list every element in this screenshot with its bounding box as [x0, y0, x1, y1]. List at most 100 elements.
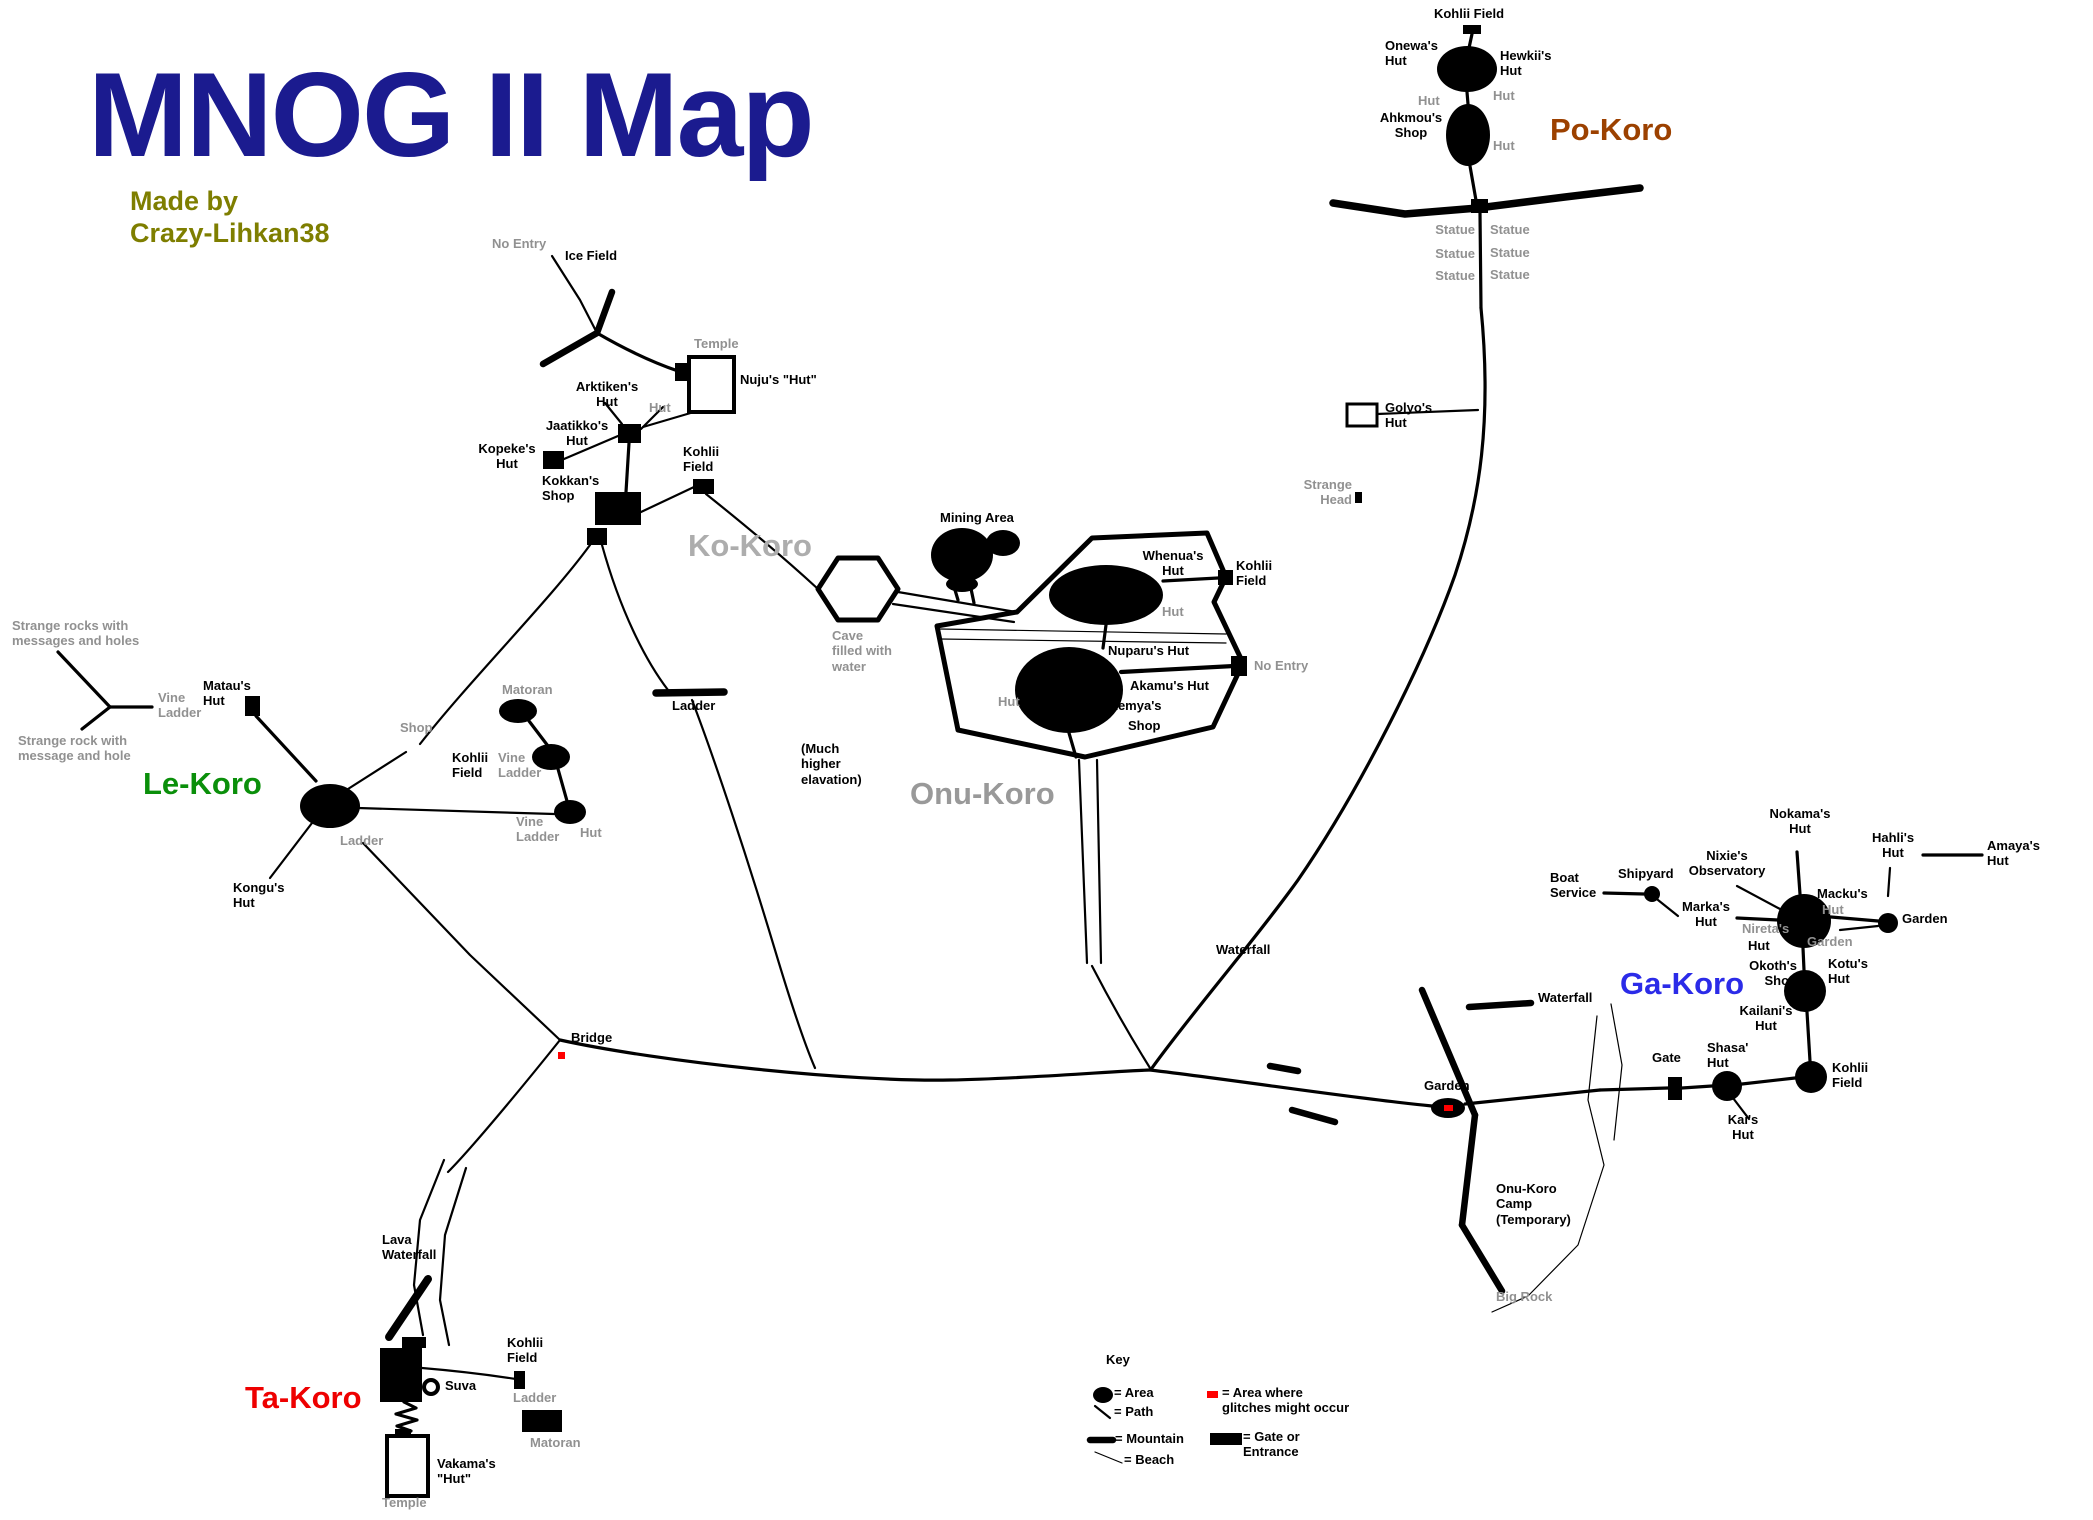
gate-icon	[1210, 1433, 1242, 1445]
path	[1656, 898, 1680, 918]
mountain	[1266, 1062, 1302, 1075]
matoran-ellipse	[499, 699, 537, 723]
map-label-suva: Suva	[445, 1378, 477, 1393]
map-label-statue: Statue	[1490, 245, 1530, 260]
path	[1118, 663, 1237, 675]
path	[624, 441, 631, 494]
junction-square	[587, 528, 607, 545]
tunnel	[968, 582, 976, 605]
path	[1735, 916, 1780, 922]
path	[1886, 866, 1892, 898]
kohlii-field-circle	[1795, 1061, 1827, 1093]
map-label-macku-s: Macku's	[1817, 886, 1868, 901]
le-koro-region	[56, 650, 586, 880]
map-label-shipyard: Shipyard	[1618, 866, 1674, 881]
map-label-mountain: = Mountain	[1115, 1431, 1184, 1446]
map-label-made-by-crazy-lihkan38: Made by Crazy-Lihkan38	[130, 186, 330, 248]
path	[1467, 32, 1474, 50]
map-label-ice-field: Ice Field	[565, 248, 618, 263]
spring-stub	[395, 1429, 411, 1436]
map-label-bridge: Bridge	[571, 1030, 613, 1045]
map-label-arktiken-s-hut: Arktiken's Hut	[575, 379, 639, 410]
map-label-matau-s-hut: Matau's Hut	[203, 678, 251, 709]
map-label-kopeke-s-hut: Kopeke's Hut	[478, 441, 536, 472]
elevation-line	[939, 638, 1227, 644]
path	[1735, 884, 1782, 911]
map-label-hut: Hut	[1822, 902, 1844, 917]
ta-koro-region	[380, 1337, 562, 1498]
ladder-bar	[652, 688, 728, 697]
road	[1740, 1076, 1797, 1086]
road-network	[361, 841, 1827, 1347]
area-ellipse	[1437, 46, 1497, 92]
path	[1465, 90, 1470, 106]
map-label-hut: Hut	[580, 825, 602, 840]
map-label-hut: Hut	[998, 694, 1020, 709]
map-label-le-koro: Le-Koro	[143, 766, 262, 801]
map-label-zemya-s: Zemya's	[1110, 698, 1162, 713]
path	[420, 1366, 518, 1381]
mining-area-blob	[931, 528, 993, 582]
map-label-garden: Garden	[1807, 934, 1853, 949]
map-label-path: = Path	[1114, 1404, 1154, 1419]
path	[1478, 211, 1483, 310]
path-to-cave	[704, 492, 820, 591]
nuparu-area-ellipse	[1015, 647, 1123, 733]
mountain	[1418, 986, 1479, 1119]
glitch-icon	[1207, 1391, 1218, 1398]
path	[346, 750, 408, 791]
path	[1829, 915, 1880, 923]
road	[1463, 1088, 1602, 1106]
gate-rect	[1463, 25, 1481, 34]
glitch-mark	[558, 1052, 565, 1059]
path	[641, 410, 696, 429]
map-label-beach: = Beach	[1124, 1452, 1175, 1467]
map-label-matoran: Matoran	[502, 682, 553, 697]
path	[1805, 1010, 1812, 1063]
path	[356, 806, 556, 816]
map-label-vine-ladder: Vine Ladder	[516, 814, 560, 845]
west-road	[558, 1038, 1152, 1082]
map-label-onewa-s-hut: Onewa's Hut	[1385, 38, 1438, 69]
path	[595, 331, 680, 373]
shipyard-circle	[1644, 886, 1660, 902]
path-icon	[1093, 1404, 1112, 1420]
map-label-hut: Hut	[1162, 604, 1184, 619]
map-label-cave-filled-with-water: Cave filled with water	[832, 628, 892, 674]
waterfall-bar	[1465, 999, 1535, 1011]
map-label-mnog-ii-map: MNOG II Map	[88, 48, 815, 182]
suva-circle	[422, 1378, 440, 1396]
map-label-boat-service: Boat Service	[1550, 870, 1597, 901]
map-label-shop: Shop	[1128, 718, 1161, 733]
vine-ladder	[556, 767, 569, 803]
shasa-hut-circle	[1712, 1071, 1742, 1101]
beach-line	[1491, 1015, 1605, 1313]
map-label-okoth-s-shop: Okoth's Shop	[1749, 958, 1797, 989]
tunnel-south	[1095, 758, 1103, 965]
path	[1838, 924, 1880, 932]
map-label-kohlii-field: Kohlii Field	[683, 444, 720, 475]
map-label-statue: Statue	[1490, 267, 1530, 282]
map-label-hut: Hut	[649, 400, 671, 415]
map-label-mining-area: Mining Area	[940, 510, 1014, 525]
map-label-nireta-s: Nireta's	[1742, 921, 1790, 936]
map-label-area-where-glitches-might-occur: = Area where glitches might occur	[1222, 1385, 1350, 1416]
path-to-kais-hut	[1731, 1096, 1751, 1121]
map-label-ga-koro: Ga-Koro	[1620, 966, 1744, 1001]
map-label-vine-ladder: Vine Ladder	[498, 750, 542, 781]
map-label-kotu-s-hut: Kotu's Hut	[1828, 956, 1868, 987]
map-label-hahli-s-hut: Hahli's Hut	[1871, 830, 1915, 861]
kokkans-shop-square	[595, 492, 641, 525]
map-label-hut: Hut	[1748, 938, 1770, 953]
beach-line	[1610, 1003, 1623, 1141]
map-label-ladder: Ladder	[672, 698, 716, 713]
gate-rect	[675, 363, 688, 381]
glitch-mark	[1444, 1105, 1453, 1111]
path-to-junction	[1090, 964, 1152, 1070]
onu-koro-region	[815, 528, 1247, 1070]
path-to-ladder	[600, 543, 670, 692]
map-label-no-entry: No Entry	[1254, 658, 1309, 673]
hut-square	[618, 424, 641, 443]
path	[1602, 891, 1646, 896]
map-label-shop: Shop	[400, 720, 433, 735]
